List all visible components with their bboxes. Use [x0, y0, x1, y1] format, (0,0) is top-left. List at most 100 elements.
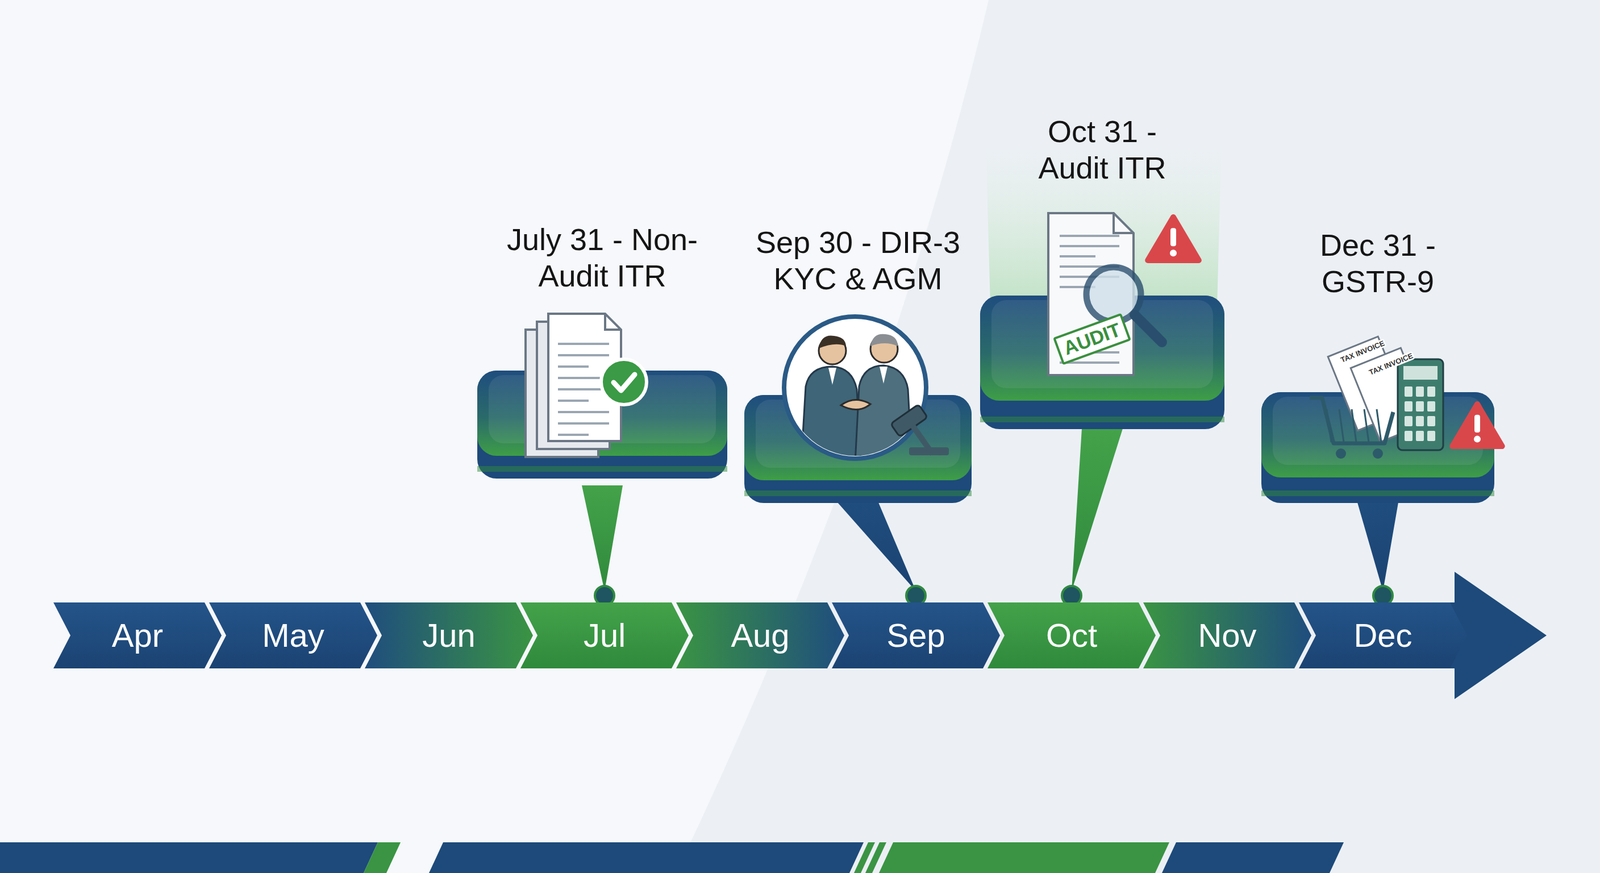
chevron-shape: [520, 602, 689, 669]
month-chevron: Dec: [1298, 602, 1468, 669]
pin-connector-group: [837, 502, 926, 606]
drawn-g: [1298, 602, 1468, 669]
warning-triangle: [1452, 403, 1502, 447]
deadline-label: Oct 31 - Audit ITR: [1011, 113, 1194, 186]
page-fold: [605, 313, 622, 330]
chevron-shape: [364, 602, 533, 669]
footer-stripe: [0, 842, 378, 873]
deadline-label: July 31 - Non-Audit ITR: [477, 221, 728, 294]
cart-wire: [1364, 409, 1369, 443]
cart-wire: [1376, 409, 1382, 443]
footer-stripe: [428, 842, 864, 873]
calculator-key: [1427, 386, 1436, 397]
check-badge: [601, 359, 647, 405]
drawn-g: [980, 213, 1225, 429]
handshake: [840, 399, 871, 410]
text-line: [557, 365, 589, 368]
calculator-key: [1404, 386, 1413, 397]
person-hair: [870, 334, 898, 347]
month-chevron: Jun: [364, 602, 533, 669]
drawn-g: [477, 313, 728, 479]
month-label: Sep: [831, 602, 1000, 669]
pin-connector-group: [1061, 428, 1123, 606]
text-line: [557, 422, 610, 425]
platform-rim: [477, 465, 728, 472]
platform-rim: [1261, 490, 1495, 497]
calculator-key: [1404, 415, 1413, 427]
calculator-key: [1404, 401, 1413, 412]
footer-stripe: [878, 842, 1170, 873]
timeline-dot: [1061, 585, 1082, 606]
calculator-key: [1415, 401, 1424, 412]
calculator-key: [1404, 430, 1413, 441]
pin-pointer: [837, 502, 916, 591]
cart-wire: [1351, 409, 1357, 443]
text-line: [557, 399, 589, 402]
sound-block: [909, 447, 949, 456]
calculator-key: [1427, 430, 1436, 441]
month-label: Jul: [520, 602, 689, 669]
chevron-shape: [676, 602, 845, 669]
month-chevron: Aug: [676, 602, 845, 669]
text-line: [557, 433, 589, 436]
pin-connector-group: [1357, 502, 1399, 606]
chevron-shape: [209, 602, 378, 669]
calculator-display: [1403, 365, 1438, 380]
text-line: [1059, 244, 1120, 248]
drawn-g: [744, 316, 972, 503]
chevron-shape: [1143, 602, 1312, 669]
drawn-g: [801, 334, 912, 464]
cart-wire: [1326, 409, 1332, 443]
text-line: [557, 410, 610, 414]
gavel-head: [890, 403, 928, 437]
deadline-pin: Sep 30 - DIR-3 KYC & AGM: [738, 224, 978, 506]
deadline-pin: Oct 31 - Audit ITR: [974, 113, 1231, 432]
timeline-dot: [906, 585, 926, 606]
pin-pointer: [581, 485, 623, 591]
person-suit: [801, 366, 861, 464]
month-label: Aug: [676, 602, 845, 669]
month-label: Apr: [53, 602, 222, 669]
calculator: [1397, 359, 1444, 450]
text-line: [1059, 255, 1096, 258]
cart-wheel: [1372, 448, 1383, 459]
calculator-key: [1427, 401, 1436, 412]
calculator-key: [1415, 386, 1424, 397]
drawn-g: [53, 602, 222, 669]
cart-frame: [1309, 397, 1394, 444]
warning-dot: [1473, 435, 1481, 443]
month-chevron: Jul: [520, 602, 689, 669]
calculator-key: [1415, 415, 1424, 427]
warning-dot: [1169, 249, 1177, 257]
text-line: [557, 342, 610, 345]
timeline-dot: [594, 585, 615, 606]
calculator-key: [1427, 415, 1436, 427]
check-mark: [613, 374, 635, 391]
chevron-shape: [53, 602, 222, 669]
warning-triangle: [1147, 217, 1199, 261]
month-chevron: May: [209, 602, 378, 669]
month-label: Nov: [1143, 602, 1312, 669]
drawn-g: [987, 602, 1156, 669]
warning-mark: [1474, 414, 1481, 433]
deadline-pin: July 31 - Non-Audit ITR: [471, 221, 733, 489]
ground-curve: [676, 0, 1600, 873]
pin-pointer: [1071, 428, 1123, 591]
drawn-g: [209, 602, 378, 669]
month-chevron: Nov: [1143, 602, 1312, 669]
cart-wire: [1339, 409, 1344, 443]
timeline-dot: [1373, 585, 1393, 606]
chevron-shape: [831, 602, 1000, 669]
person-hair: [818, 335, 847, 349]
drawn-g: [831, 602, 1000, 669]
magnifier-handle: [1134, 314, 1162, 343]
drawn-g: [1143, 602, 1312, 669]
platform-rim: [980, 416, 1225, 423]
month-label: Jun: [364, 602, 533, 669]
month-label: Dec: [1298, 602, 1468, 669]
month-label: May: [209, 602, 378, 669]
month-chevron: Oct: [987, 602, 1156, 669]
